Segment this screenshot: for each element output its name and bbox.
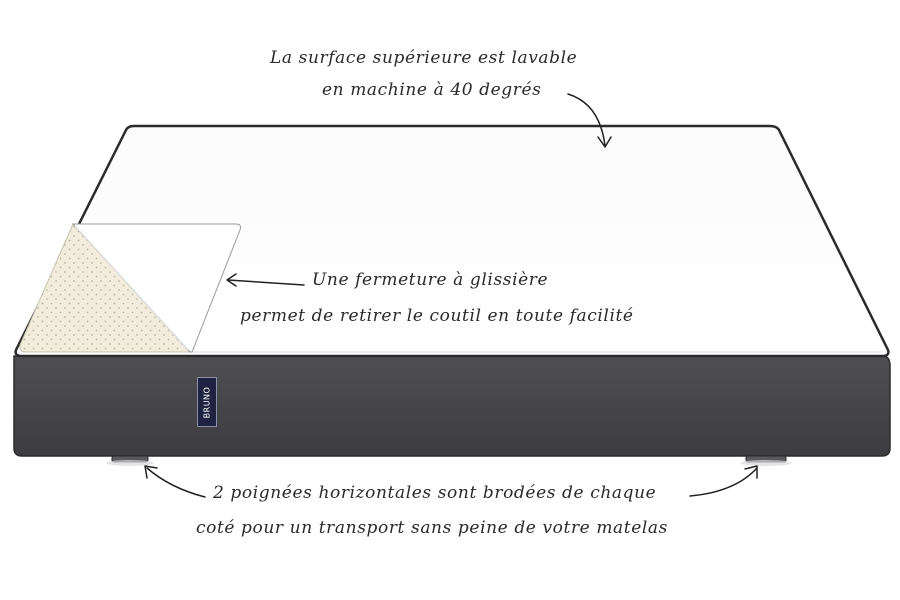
mattress-top: [14, 124, 890, 358]
arrow-top: [567, 93, 606, 147]
annotation-handles-line2: coté pour un transport sans peine de vot…: [196, 518, 668, 538]
annotation-handles-line1: 2 poignées horizontales sont brodées de …: [213, 483, 657, 503]
brand-label-text: BRUNO: [202, 386, 212, 418]
folded-cover: [71, 223, 241, 353]
mattress-side: [13, 355, 891, 457]
annotation-zipper-line1: Une fermeture à glissière: [312, 270, 549, 290]
arrow-handle-left: [146, 467, 206, 498]
arrow-handle-right: [689, 467, 758, 497]
annotation-top-line2: en machine à 40 degrés: [322, 80, 542, 100]
annotation-zipper-line2: permet de retirer le coutil en toute fac…: [240, 306, 634, 326]
brand-label: BRUNO: [197, 377, 217, 427]
arrow-zipper: [227, 279, 305, 286]
annotation-top-line1: La surface supérieure est lavable: [270, 48, 578, 68]
